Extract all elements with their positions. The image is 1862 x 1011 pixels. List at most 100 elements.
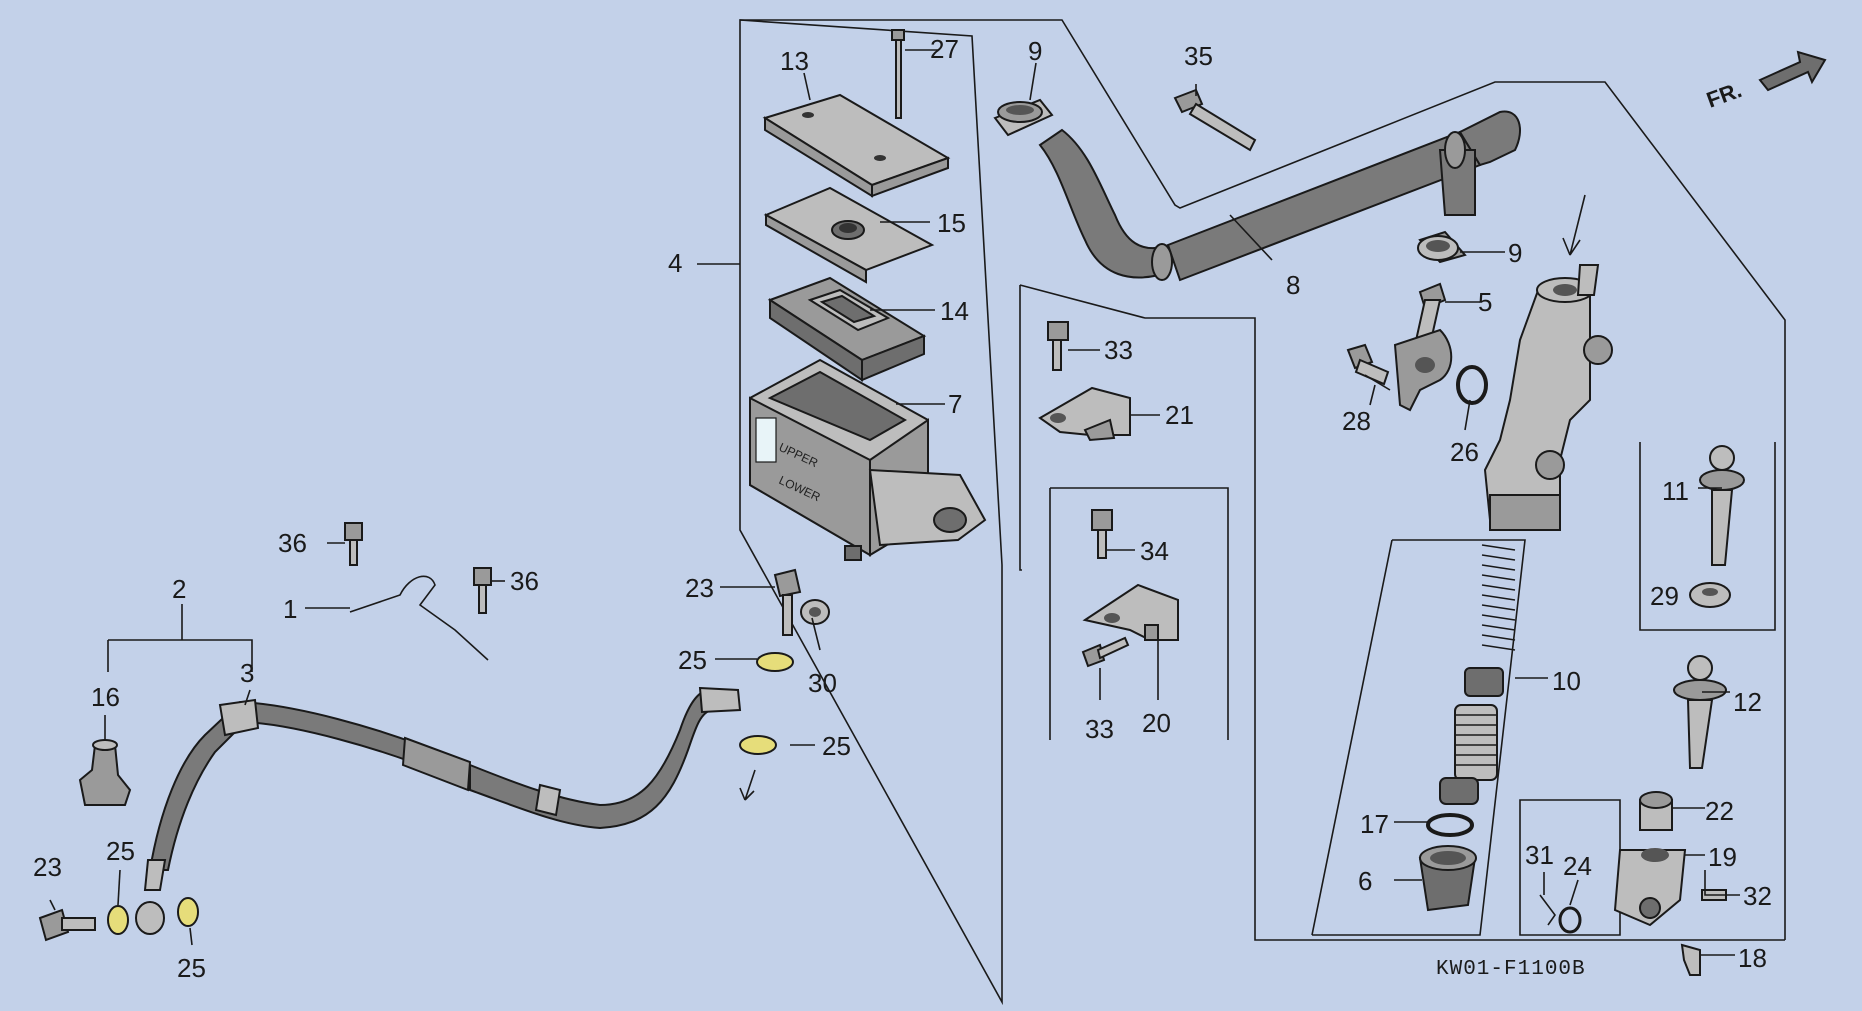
part-10-spring	[1481, 544, 1516, 651]
frame-bracket-21	[1019, 284, 1785, 941]
part-34-bolt	[1091, 509, 1113, 559]
arrow-down-icon	[1562, 194, 1586, 256]
callout-36-right: 36	[510, 566, 539, 596]
front-arrow-icon	[1758, 50, 1827, 92]
frame-reservoir-assembly	[739, 19, 1003, 1006]
callout-32: 32	[1743, 881, 1772, 911]
frame-reservoir-outline	[740, 19, 1786, 940]
part-35-bolt	[1173, 88, 1257, 152]
part-master-cylinder-body	[1483, 264, 1613, 531]
callout-25-right-upper: 25	[678, 645, 707, 675]
callout-6: 6	[1358, 866, 1372, 896]
callout-1: 1	[283, 594, 297, 624]
callout-12: 12	[1733, 687, 1762, 717]
part-16-hose-cap	[78, 739, 132, 806]
callout-4: 4	[668, 248, 682, 278]
diagram-code: KW01-F1100B	[1436, 958, 1586, 981]
part-18-cotter-pin	[1680, 943, 1701, 976]
part-33-bolt-upper	[1047, 321, 1069, 371]
callout-34: 34	[1140, 536, 1169, 566]
callout-21: 21	[1165, 400, 1194, 430]
part-10-secondary-cup	[1439, 777, 1479, 805]
callout-33-upper: 33	[1104, 335, 1133, 365]
part-25-washer-right-lower	[739, 735, 777, 755]
part-hose-banjo-fitting	[135, 901, 165, 935]
callout-3: 3	[240, 658, 254, 688]
callout-9-upper: 9	[1028, 36, 1042, 66]
callout-15: 15	[937, 208, 966, 238]
callout-17: 17	[1360, 809, 1389, 839]
part-14-diaphragm	[767, 276, 927, 382]
part-27-screw	[891, 29, 905, 119]
callout-24: 24	[1563, 851, 1592, 881]
callout-36-left: 36	[278, 528, 307, 558]
part-17-circlip	[1426, 813, 1474, 837]
callout-5: 5	[1478, 287, 1492, 317]
part-11-push-rod	[1699, 445, 1745, 566]
part-30-cap	[800, 599, 830, 625]
part-5-hose-joint	[1393, 282, 1453, 412]
frame-piston-10	[1311, 539, 1526, 936]
part-28-bleeder	[1346, 343, 1390, 386]
part-36-bolt-right	[473, 567, 492, 614]
callout-10: 10	[1552, 666, 1581, 696]
callout-8: 8	[1286, 270, 1300, 300]
callout-labels: 1 2 3 4 5 6 7 8 9 9 10 11 12 13 14 15 16…	[33, 34, 1772, 983]
callout-7: 7	[948, 389, 962, 419]
part-22-nut	[1639, 791, 1673, 831]
callout-27: 27	[930, 34, 959, 64]
part-10-piston	[1454, 704, 1498, 781]
part-25-washer-left-a	[107, 905, 129, 935]
part-7-reservoir	[749, 358, 987, 561]
callout-33-lower: 33	[1085, 714, 1114, 744]
callout-26: 26	[1450, 437, 1479, 467]
part-36-bolt-left	[344, 522, 363, 566]
part-25-washer-right-upper	[756, 652, 794, 672]
callout-16: 16	[91, 682, 120, 712]
callout-13: 13	[780, 46, 809, 76]
callout-11: 11	[1662, 476, 1689, 506]
callout-22: 22	[1705, 796, 1734, 826]
part-12-push-rod	[1673, 655, 1727, 769]
callout-2: 2	[172, 574, 186, 604]
callout-25-left-b: 25	[177, 953, 206, 983]
callout-19: 19	[1708, 842, 1737, 872]
frame-bracket-20	[1049, 487, 1229, 740]
part-23-bolt-right	[773, 568, 802, 636]
part-26-o-ring	[1456, 365, 1488, 405]
callout-25-right-lower: 25	[822, 731, 851, 761]
callout-23-right: 23	[685, 573, 714, 603]
callout-28: 28	[1342, 406, 1371, 436]
group-frames	[739, 19, 1786, 1006]
part-15-set-plate	[763, 186, 935, 284]
front-direction-label: FR.	[1703, 77, 1745, 113]
arrow-down-left-icon	[739, 769, 756, 801]
part-8-reservoir-hose	[1038, 110, 1521, 282]
part-13-reservoir-cap	[762, 93, 951, 198]
part-23-bolt-left	[38, 908, 96, 942]
callout-35: 35	[1184, 41, 1213, 71]
callout-29: 29	[1650, 581, 1679, 611]
part-10-cup	[1464, 667, 1504, 697]
callout-31: 31	[1525, 840, 1554, 870]
part-1-hose-clip	[349, 575, 489, 661]
callout-25-left-a: 25	[106, 836, 135, 866]
frame-push-rod-11	[1639, 442, 1776, 631]
callout-20: 20	[1142, 708, 1171, 738]
part-3-brake-hose	[143, 686, 742, 891]
callout-9-lower: 9	[1508, 238, 1522, 268]
part-33-bolt-lower	[1081, 636, 1130, 668]
callout-23-left: 23	[33, 852, 62, 882]
part-31-cotter-pin	[1539, 894, 1556, 926]
part-6-boot	[1418, 845, 1477, 912]
part-9-hose-clamp-upper	[993, 98, 1054, 137]
callout-14: 14	[940, 296, 969, 326]
part-9-hose-clamp-lower	[1417, 230, 1467, 264]
callout-30: 30	[808, 668, 837, 698]
part-24-washer	[1558, 906, 1582, 934]
frame-joint-19	[1519, 799, 1621, 936]
part-29-nut	[1689, 582, 1731, 608]
part-21-bracket	[1038, 386, 1131, 442]
